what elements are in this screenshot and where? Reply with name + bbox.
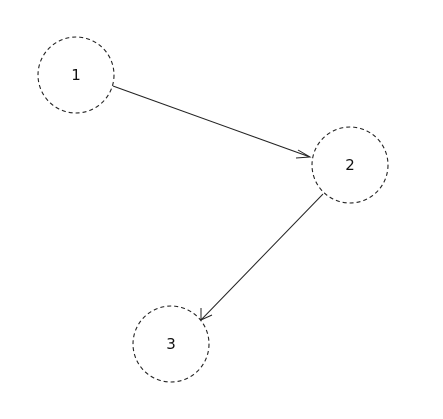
node-1-label: 1	[71, 66, 81, 84]
node-3-circle	[132, 305, 210, 383]
edges	[112, 85, 324, 321]
node-1[interactable]: 1	[37, 36, 115, 114]
node-3[interactable]: 3	[132, 305, 210, 383]
node-2-label: 2	[345, 156, 355, 174]
node-1-circle	[37, 36, 115, 114]
edge-1-to-2	[112, 85, 311, 158]
node-2-circle	[311, 126, 389, 204]
edge-2-to-3	[200, 193, 324, 321]
arrow-head-1-to-2	[295, 149, 312, 159]
node-3-label: 3	[166, 335, 176, 353]
node-2[interactable]: 2	[311, 126, 389, 204]
